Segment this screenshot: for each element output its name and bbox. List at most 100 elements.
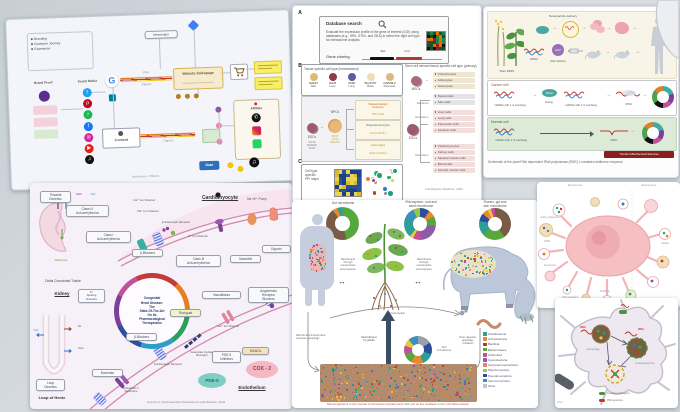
ca-channel2-label: Ca²⁺ Ion Channel [217, 324, 239, 328]
legend-swatch [483, 342, 487, 347]
text-line [257, 67, 272, 69]
h2o-arrow-label: H₂O [90, 193, 96, 196]
soil-donut [404, 336, 432, 364]
content-box[interactable]: Content [101, 127, 141, 149]
rumen-microbes [450, 250, 496, 278]
class1-box: Class I Anti-arrhythmics [86, 231, 131, 243]
risc2-label: RISC [610, 138, 618, 142]
step-dot-1 [175, 93, 181, 100]
cell-icon [309, 73, 318, 81]
cox2-blob: COX - 2 [246, 361, 278, 378]
delivery-row: Plant RDR1 Nanoparticle delivery → → → →… [487, 11, 677, 79]
bullet-icon [434, 145, 437, 148]
social-icon[interactable]: f [83, 121, 94, 131]
bullet-icon [434, 117, 437, 120]
esc2-label: ESCs [408, 136, 418, 140]
social-icon[interactable]: ♫ [84, 155, 95, 165]
cleaved-mrna-icon [600, 130, 628, 136]
aav-icon: AAV [552, 44, 564, 56]
data-box[interactable]: Data [199, 160, 220, 171]
column1-header: Exosomes [567, 183, 582, 187]
ectoderm-label: Ectoderm [417, 101, 429, 105]
vesicle-label-4: Microvesicles [555, 296, 585, 299]
email-box-2 [254, 76, 283, 91]
mirna-duplex-icon [494, 128, 515, 136]
legend-item: Gammaproteobacteria [483, 363, 537, 367]
bullet-icon [30, 43, 33, 46]
social-icon[interactable]: ♪ [83, 110, 93, 120]
vesicle-label-3: Exosomes [543, 264, 557, 267]
donut-hole [487, 216, 503, 232]
social-media-label: Social Media [77, 78, 98, 84]
affiliate-panel: Affiliate ✆ [233, 98, 282, 161]
database-search-title: Database search [326, 21, 362, 26]
sirna-label: siRNA [530, 57, 538, 61]
social-icon[interactable]: t [82, 88, 92, 98]
cell-icon [366, 73, 375, 81]
human-leg-left [305, 288, 312, 306]
cart-icon[interactable] [229, 63, 249, 81]
connector [91, 91, 106, 93]
phone-app-icon[interactable]: ✆ [251, 113, 261, 123]
cells-icon [590, 23, 599, 30]
social-icon[interactable]: p [82, 99, 93, 109]
sacubitril-box: Sacubitril [230, 255, 261, 263]
chat-app-icon[interactable] [252, 139, 262, 149]
rna-label-2: RNA [638, 328, 644, 331]
class3-box: Class III Anti-arrhythmics [176, 255, 221, 267]
database-search-box: Database search Evaluate the expression … [319, 16, 449, 64]
legend-swatch [483, 347, 487, 352]
sirna-duplex-icon [524, 48, 545, 56]
bullet-icon [31, 48, 33, 51]
bullet-icon [434, 85, 437, 88]
plant-arrow-label: Recruitment by plants [361, 335, 377, 343]
tiktok-icon[interactable]: ♫ [249, 157, 260, 168]
mesoderm-label: Mesoderm [415, 153, 429, 157]
loop-diuretics-box: Loop Diuretics [36, 379, 65, 391]
messenger-box[interactable]: Messenger [144, 29, 178, 40]
vesicle-cell-panel: Exosomes Ectosomes Early endosome MVB E [537, 182, 680, 308]
branch-line [346, 109, 354, 110]
gene-cloning-label: Gene cloning [326, 54, 350, 59]
social-icon[interactable]: ▶ [84, 143, 94, 154]
xenophagy-illustration [555, 299, 676, 405]
differentiation-box: ESCs OCT4 NANOG KLF4 → NPCs PAX6 OTX2 NE… [301, 96, 403, 162]
legend-item: Chloroflexi [483, 353, 537, 357]
google-icon[interactable]: G [105, 74, 119, 88]
social-icon[interactable]: ◎ [84, 132, 94, 143]
microbiome-caption: Microorganisms in the conduit of terrest… [327, 402, 469, 406]
human-gut [309, 244, 326, 272]
legend-item: Actinobacteria [483, 337, 537, 341]
mirna2-duplex-icon [564, 91, 585, 99]
vesicle-label-1: Early endosome [540, 216, 560, 219]
step-dot-2 [184, 93, 190, 99]
rhizo-donut-label: Rhizosphere, root and seed microbiome [405, 200, 437, 208]
endothelium-title: Endothelium [238, 385, 266, 390]
cell-line: HuH7 Liver [323, 73, 342, 88]
text-line [258, 80, 279, 82]
legend-item: Verrucomicrobia [483, 379, 537, 383]
dct-label: Distal Convoluted Tubule [45, 279, 81, 283]
cell-line: SH-SY5Y Brain [361, 73, 380, 88]
legend-swatch [483, 373, 487, 378]
ca-channel-label: Ca²⁺ Ion Channel [133, 198, 155, 202]
instagram-app-icon[interactable] [251, 126, 262, 136]
risc-label: RISC [625, 102, 633, 106]
soil-box [320, 364, 477, 402]
donut-hole [411, 343, 425, 357]
database-search-text: Evaluate the expression profile of the g… [326, 30, 420, 43]
mi2-label: miRNAs with 2 nt overhang [565, 104, 597, 107]
long-arrow [540, 133, 590, 134]
human-leg-right [318, 288, 325, 306]
rumen-donut [479, 208, 511, 240]
thiazide-box: Thiazide Diuretics [40, 191, 71, 203]
paid-label: Paid [143, 70, 149, 75]
riociguat-box: Riociguat [170, 309, 201, 317]
connector [245, 68, 254, 70]
